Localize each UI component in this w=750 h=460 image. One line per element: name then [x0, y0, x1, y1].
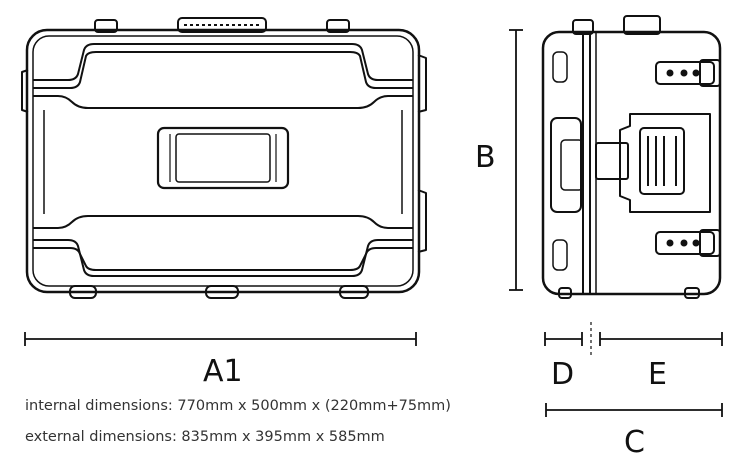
dimension-line-d	[544, 332, 583, 346]
dimension-lines	[24, 29, 723, 417]
label-a1: A1	[203, 354, 243, 389]
label-e: E	[648, 357, 667, 392]
label-c: C	[624, 425, 645, 460]
label-d: D	[551, 357, 575, 392]
dimension-line-e	[599, 332, 723, 346]
dimension-line-a1	[24, 332, 417, 346]
internal-dimensions-text: internal dimensions: 770mm x 500mm x (22…	[25, 398, 451, 414]
case-side-view	[541, 15, 722, 299]
label-b: B	[475, 140, 496, 175]
dimension-line-c	[545, 403, 723, 417]
dimension-line-b	[509, 29, 523, 291]
case-front-view	[21, 17, 427, 299]
external-dimensions-text: external dimensions: 835mm x 395mm x 585…	[25, 429, 385, 445]
